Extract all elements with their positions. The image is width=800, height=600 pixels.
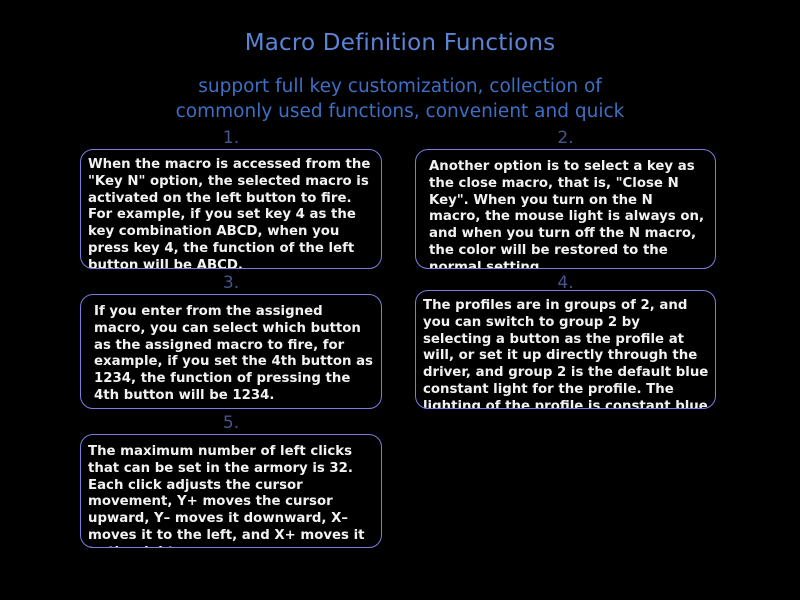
- note-box-5: The maximum number of left clicks that c…: [80, 434, 382, 548]
- note-box-3-text: If you enter from the assigned macro, yo…: [94, 304, 373, 404]
- note-box-2: Another option is to select a key as the…: [415, 149, 716, 269]
- note-box-3: If you enter from the assigned macro, yo…: [80, 294, 382, 409]
- note-box-1: When the macro is accessed from the "Key…: [80, 149, 382, 269]
- section-number-4: 4.: [557, 273, 574, 293]
- section-number-3: 3.: [222, 273, 240, 293]
- note-box-5-text: The maximum number of left clicks that c…: [88, 444, 365, 547]
- note-box-4-text: The profiles are in groups of 2, and you…: [423, 298, 709, 409]
- section-number-5: 5.: [222, 413, 240, 433]
- page-subtitle: support full key customization, collecti…: [175, 76, 625, 122]
- note-box-1-text: When the macro is accessed from the "Key…: [88, 157, 371, 269]
- note-box-2-text: Another option is to select a key as the…: [429, 159, 705, 269]
- section-number-2: 2.: [557, 128, 574, 148]
- section-number-1: 1.: [222, 128, 240, 148]
- page-title: Macro Definition Functions: [244, 30, 556, 56]
- note-box-4: The profiles are in groups of 2, and you…: [415, 290, 716, 409]
